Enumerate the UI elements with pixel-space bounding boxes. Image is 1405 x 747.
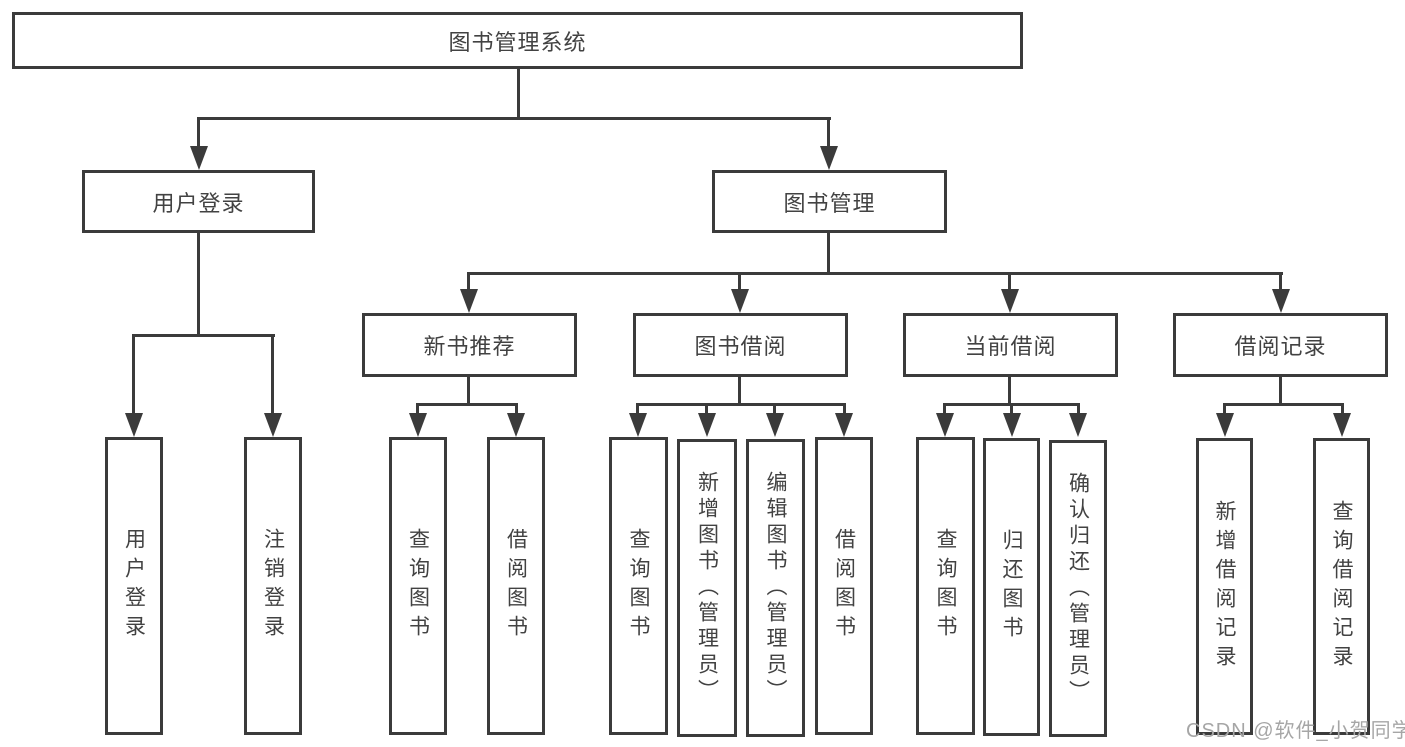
- node-leaf-query-borrow-record: 查询借阅记录: [1313, 438, 1370, 735]
- node-book-management-label: 图书管理: [783, 190, 876, 216]
- connector-line: [1008, 376, 1011, 406]
- node-leaf-user-login-label: 用户登录: [122, 528, 146, 644]
- arrow-down-icon: [1216, 413, 1234, 437]
- arrow-down-icon: [190, 146, 208, 170]
- connector-line: [1223, 403, 1344, 406]
- arrow-down-icon: [1272, 289, 1290, 313]
- connector-line: [416, 403, 419, 417]
- arrow-down-icon: [731, 289, 749, 313]
- node-leaf-borrow-book-1-label: 借阅图书: [504, 528, 528, 644]
- connector-line: [197, 232, 200, 337]
- node-new-book-recommend: 新书推荐: [362, 313, 577, 377]
- arrow-down-icon: [835, 413, 853, 437]
- connector-line: [467, 272, 470, 292]
- arrow-down-icon: [264, 413, 282, 437]
- connector-line: [705, 403, 708, 417]
- node-leaf-edit-book-admin-label: 编辑图书（管理员）: [764, 471, 787, 705]
- node-leaf-query-book-2-label: 查询图书: [627, 528, 650, 644]
- connector-line: [1008, 272, 1011, 292]
- arrow-down-icon: [820, 146, 838, 170]
- node-leaf-edit-book-admin: 编辑图书（管理员）: [746, 439, 805, 737]
- arrow-down-icon: [125, 413, 143, 437]
- node-borrow-records: 借阅记录: [1173, 313, 1388, 377]
- node-library-management-system: 图书管理系统: [12, 12, 1023, 69]
- connector-line: [843, 403, 846, 417]
- arrow-down-icon: [1333, 413, 1351, 437]
- connector-line: [416, 403, 518, 406]
- node-user-login: 用户登录: [82, 170, 315, 233]
- connector-line: [467, 272, 1283, 275]
- node-user-login-label: 用户登录: [152, 190, 245, 216]
- node-leaf-borrow-book-2: 借阅图书: [815, 437, 873, 735]
- node-leaf-logout-label: 注销登录: [261, 528, 285, 644]
- arrow-down-icon: [1069, 413, 1087, 437]
- connector-line: [467, 376, 470, 406]
- node-leaf-confirm-return-admin-label: 确认归还（管理员）: [1066, 471, 1090, 706]
- node-current-borrow: 当前借阅: [903, 313, 1118, 377]
- node-leaf-borrow-book-1: 借阅图书: [487, 437, 545, 735]
- connector-line: [943, 403, 946, 417]
- node-new-book-recommend-label: 新书推荐: [423, 334, 516, 359]
- connector-line: [1010, 403, 1013, 417]
- connector-line: [515, 403, 518, 417]
- node-leaf-user-login: 用户登录: [105, 437, 163, 735]
- node-leaf-query-book-3-label: 查询图书: [934, 528, 957, 644]
- node-book-borrow-label: 图书借阅: [694, 334, 787, 359]
- connector-line: [197, 117, 200, 151]
- connector-line: [1077, 403, 1080, 417]
- node-current-borrow-label: 当前借阅: [964, 334, 1057, 359]
- connector-line: [636, 403, 639, 417]
- connector-line: [738, 376, 741, 406]
- node-leaf-query-book-1-label: 查询图书: [406, 528, 430, 644]
- node-leaf-add-borrow-record: 新增借阅记录: [1196, 438, 1253, 735]
- connector-line: [1279, 272, 1282, 292]
- arrow-down-icon: [507, 413, 525, 437]
- node-leaf-confirm-return-admin: 确认归还（管理员）: [1049, 440, 1107, 737]
- node-book-borrow: 图书借阅: [633, 313, 848, 377]
- connector-line: [271, 334, 274, 419]
- connector-line: [636, 403, 846, 406]
- node-leaf-query-book-3: 查询图书: [916, 437, 975, 735]
- connector-line: [132, 334, 275, 337]
- arrow-down-icon: [629, 413, 647, 437]
- connector-line: [827, 117, 830, 151]
- node-leaf-return-book-label: 归还图书: [1000, 529, 1023, 645]
- node-leaf-logout: 注销登录: [244, 437, 302, 735]
- connector-line: [517, 68, 520, 120]
- connector-line: [132, 334, 135, 419]
- node-leaf-add-book-admin: 新增图书（管理员）: [677, 439, 737, 737]
- arrow-down-icon: [936, 413, 954, 437]
- arrow-down-icon: [1001, 289, 1019, 313]
- arrow-down-icon: [409, 413, 427, 437]
- connector-line: [827, 232, 830, 275]
- node-borrow-records-label: 借阅记录: [1234, 334, 1327, 359]
- arrow-down-icon: [698, 413, 716, 437]
- arrow-down-icon: [1003, 413, 1021, 437]
- node-leaf-query-borrow-record-label: 查询借阅记录: [1330, 499, 1353, 674]
- connector-line: [773, 403, 776, 417]
- csdn-watermark: CSDN @软件_小贺同学: [1186, 720, 1405, 742]
- connector-line: [738, 272, 741, 292]
- node-leaf-borrow-book-2-label: 借阅图书: [832, 528, 856, 644]
- arrow-down-icon: [460, 289, 478, 313]
- connector-line: [1223, 403, 1226, 417]
- connector-line: [1341, 403, 1344, 417]
- node-library-management-system-label: 图书管理系统: [448, 29, 587, 55]
- node-leaf-return-book: 归还图书: [983, 438, 1040, 736]
- connector-line: [197, 117, 831, 120]
- arrow-down-icon: [766, 413, 784, 437]
- node-leaf-add-book-admin-label: 新增图书（管理员）: [695, 471, 719, 705]
- node-leaf-query-book-2: 查询图书: [609, 437, 668, 735]
- node-leaf-add-borrow-record-label: 新增借阅记录: [1213, 499, 1236, 674]
- node-leaf-query-book-1: 查询图书: [389, 437, 447, 735]
- connector-line: [1279, 376, 1282, 406]
- node-book-management: 图书管理: [712, 170, 947, 233]
